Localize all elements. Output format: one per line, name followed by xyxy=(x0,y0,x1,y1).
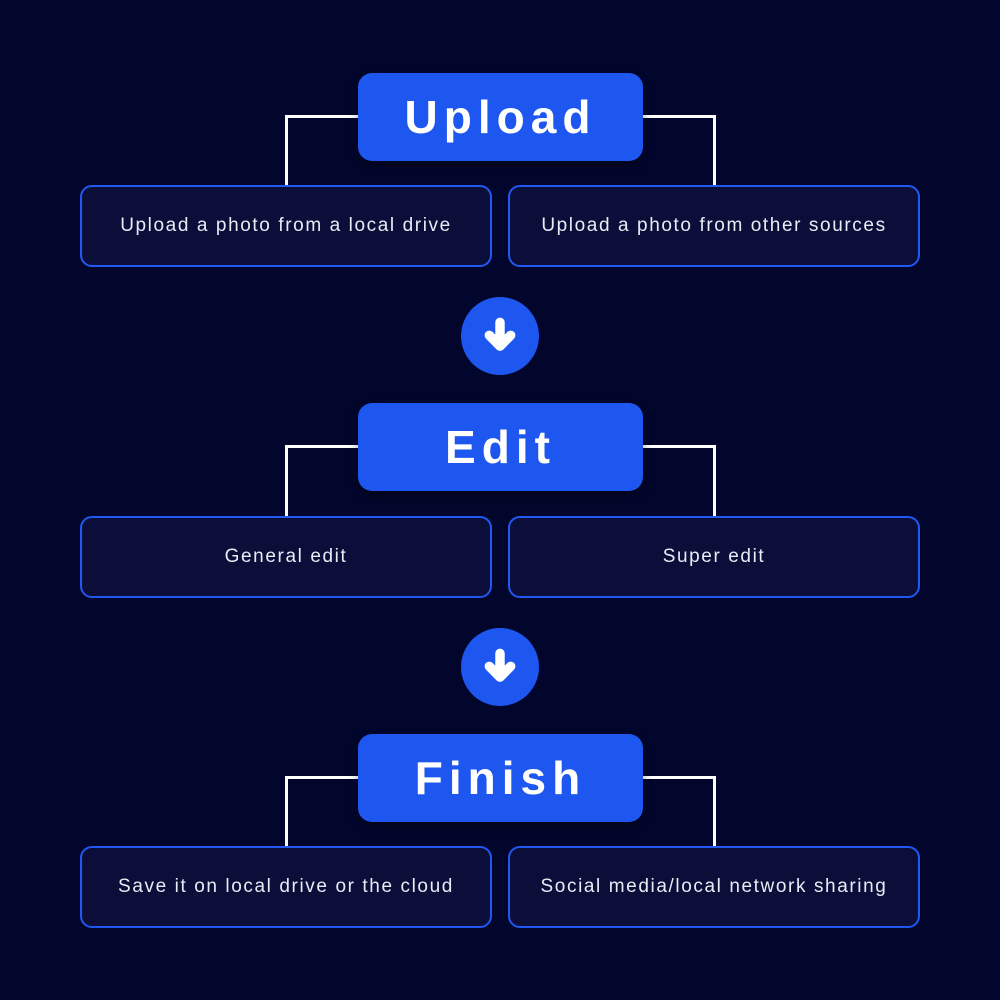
stage-title: Upload xyxy=(404,91,597,143)
step-node-upload-other: Upload a photo from other sources xyxy=(508,185,920,267)
stage-node-edit: Edit xyxy=(358,403,643,491)
step-node-save: Save it on local drive or the cloud xyxy=(80,846,492,928)
connector-line xyxy=(286,776,360,779)
step-label: Save it on local drive or the cloud xyxy=(118,876,454,897)
step-node-upload-local: Upload a photo from a local drive xyxy=(80,185,492,267)
connector-line xyxy=(641,776,715,779)
down-arrow-icon xyxy=(461,297,539,375)
connector-line xyxy=(285,115,288,187)
connector-line xyxy=(713,115,716,187)
step-node-share: Social media/local network sharing xyxy=(508,846,920,928)
step-label: Super edit xyxy=(662,546,766,567)
down-arrow-glyph xyxy=(484,648,516,682)
stage-title: Edit xyxy=(445,421,556,473)
step-node-general-edit: General edit xyxy=(80,516,492,598)
stage-title: Finish xyxy=(414,752,587,804)
down-arrow-glyph xyxy=(484,317,516,351)
connector-line xyxy=(285,445,288,518)
step-label: Upload a photo from other sources xyxy=(541,215,887,236)
down-arrow-icon xyxy=(461,628,539,706)
stage-node-finish: Finish xyxy=(358,734,643,822)
connector-line xyxy=(641,445,715,448)
connector-line xyxy=(286,445,360,448)
connector-line xyxy=(641,115,715,118)
connector-line xyxy=(286,115,360,118)
step-label: Upload a photo from a local drive xyxy=(120,215,452,236)
stage-node-upload: Upload xyxy=(358,73,643,161)
step-label: General edit xyxy=(224,546,348,567)
step-label: Social media/local network sharing xyxy=(540,876,888,897)
step-node-super-edit: Super edit xyxy=(508,516,920,598)
connector-line xyxy=(713,445,716,518)
connector-line xyxy=(285,776,288,848)
connector-line xyxy=(713,776,716,848)
